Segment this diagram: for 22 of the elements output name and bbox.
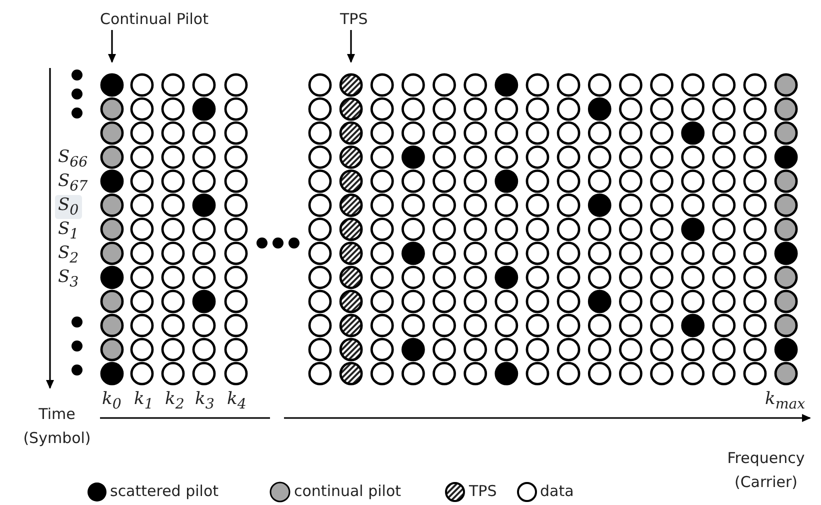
- carrier-label: k$_{0}$: [102, 389, 122, 414]
- pointer-label: TPS: [340, 10, 368, 28]
- carrier-label: k$_{4}$: [227, 389, 246, 414]
- symbol-label: S$_{66}$: [58, 147, 88, 172]
- legend-text: scattered pilot: [110, 482, 219, 500]
- axis-title: Time (Symbol): [22, 404, 92, 449]
- symbol-label: S$_{0}$: [55, 195, 82, 220]
- carrier-label: k$_{3}$: [195, 389, 214, 414]
- symbol-label: S$_{3}$: [58, 267, 79, 292]
- symbol-label: S$_{67}$: [58, 171, 88, 196]
- legend-text: TPS: [469, 482, 497, 500]
- symbol-label: S$_{1}$: [58, 219, 79, 244]
- legend-text: data: [540, 482, 574, 500]
- axis-title: Frequency (Carrier): [726, 448, 806, 493]
- pointer-label: Continual Pilot: [100, 10, 208, 28]
- carrier-label: k$_{max}$: [765, 389, 806, 414]
- carrier-label: k$_{1}$: [134, 389, 154, 414]
- carrier-label: k$_{2}$: [165, 389, 184, 414]
- symbol-label: S$_{2}$: [58, 243, 79, 268]
- leader-arrow: [108, 30, 116, 63]
- leader-arrow: [347, 30, 355, 63]
- legend-text: continual pilot: [294, 482, 402, 500]
